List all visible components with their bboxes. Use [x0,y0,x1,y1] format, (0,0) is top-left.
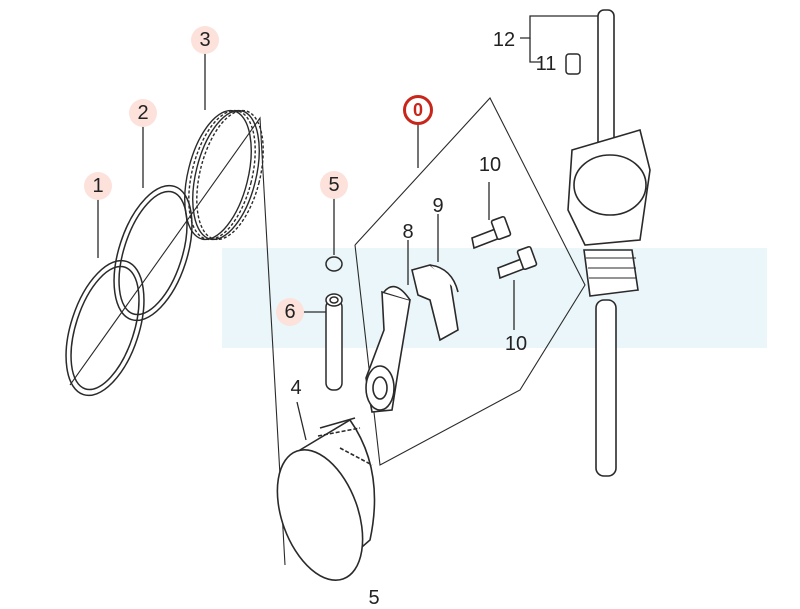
woodruff-key-11 [565,53,581,75]
part-number-9: 9 [432,195,444,217]
part-number-10-bottom: 10 [504,333,528,355]
part-number-2: 2 [129,99,157,127]
rod-cap-9 [411,264,459,342]
part-number-12: 12 [492,29,516,51]
piston-4 [276,417,376,582]
part-number-10-top: 10 [478,154,502,176]
piston-ring-1 [65,259,145,397]
part-number-8: 8 [402,221,414,243]
part-number-3: 3 [191,26,219,54]
part-number-6: 6 [276,298,304,326]
part-number-11: 11 [535,53,557,75]
part-number-1: 1 [84,172,112,200]
piston-pin-clip-5 [325,256,343,272]
oil-ring-set-3 [184,109,264,241]
rod-bolt-10-top [471,215,512,250]
part-number-4: 4 [290,377,302,399]
piston-pin-6 [325,293,343,391]
assembly-outline [69,97,586,566]
part-number-5-bottom: 5 [368,587,380,609]
crankshaft-12 [567,9,651,477]
connecting-rod-8 [365,285,411,413]
watermark [222,248,767,348]
rod-bolt-10-bottom [497,245,538,280]
leader-lines [97,15,598,441]
part-number-5: 5 [320,171,348,199]
part-number-callout-red: 0 [403,95,433,125]
piston-ring-2 [113,184,193,322]
